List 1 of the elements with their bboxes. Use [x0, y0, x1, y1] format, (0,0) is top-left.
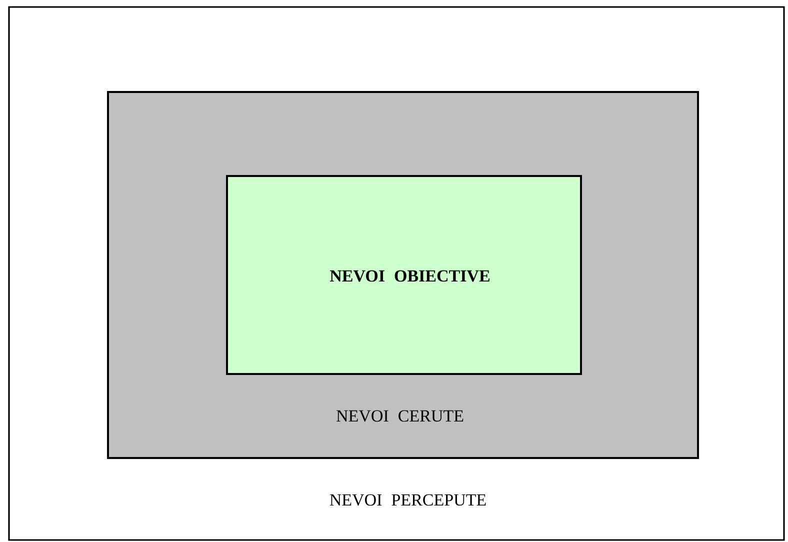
- inner-box: NEVOI OBIECTIVE: [226, 175, 582, 375]
